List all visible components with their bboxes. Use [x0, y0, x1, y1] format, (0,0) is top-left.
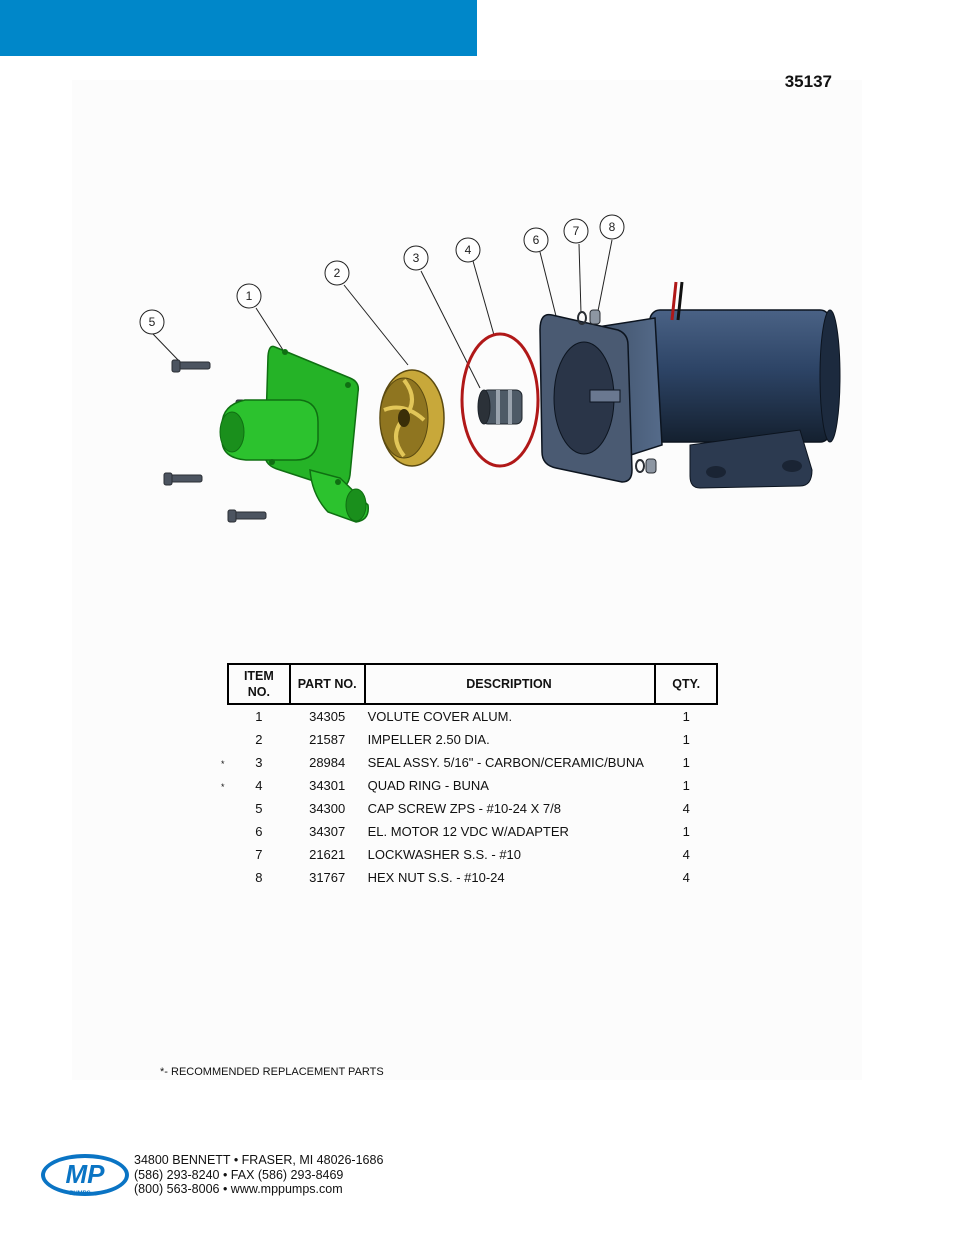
- cell-qty: 4: [682, 847, 690, 862]
- header-description: DESCRIPTION: [363, 663, 657, 705]
- header-qty: QTY.: [654, 663, 718, 705]
- svg-text:5: 5: [149, 315, 156, 329]
- replacement-mark: *: [221, 782, 225, 792]
- cell-part-no: 34305: [309, 709, 346, 724]
- cell-part-no: 28984: [309, 755, 346, 770]
- svg-text:4: 4: [465, 243, 472, 257]
- cell-item-no: 7: [255, 847, 263, 862]
- quad-ring-icon: [460, 332, 540, 468]
- cell-description: CAP SCREW ZPS - #10-24 X 7/8: [367, 801, 561, 816]
- cell-qty: 1: [682, 824, 690, 839]
- cell-item-no: 2: [255, 732, 263, 747]
- table-row: 5 34300 CAP SCREW ZPS - #10-24 X 7/8 4: [228, 797, 717, 820]
- cell-description: LOCKWASHER S.S. - #10: [367, 847, 522, 862]
- cell-description: QUAD RING - BUNA: [367, 778, 489, 793]
- volute-cover-icon: [219, 345, 369, 523]
- table-row: 2 21587 IMPELLER 2.50 DIA. 1: [228, 728, 717, 751]
- cell-description: VOLUTE COVER ALUM.: [367, 709, 513, 724]
- svg-text:2: 2: [334, 266, 341, 280]
- cell-description: SEAL ASSY. 5/16" - CARBON/CERAMIC/BUNA: [367, 755, 644, 770]
- svg-text:PUMPS: PUMPS: [69, 1191, 90, 1197]
- svg-text:8: 8: [609, 220, 616, 234]
- table-row: 1 34305 VOLUTE COVER ALUM. 1: [228, 704, 717, 728]
- cell-item-no: *4: [221, 774, 290, 797]
- tollfree-web-line: (800) 563-8006 • www.mppumps.com: [134, 1182, 343, 1196]
- cell-qty: 1: [682, 778, 690, 793]
- callout-7: 7: [563, 218, 589, 244]
- motor-icon: [539, 281, 841, 489]
- cell-item-no: *3: [221, 751, 290, 774]
- cell-part-no: 34300: [309, 801, 346, 816]
- assembly-part-number: 35137: [784, 72, 832, 91]
- table-row: 8 31767 HEX NUT S.S. - #10-24 4: [228, 866, 717, 889]
- phone-line: (586) 293-8240 • FAX (586) 293-8469: [134, 1167, 344, 1182]
- mp-pumps-logo: MP PUMPS: [41, 1154, 129, 1197]
- footnote: *- RECOMMENDED REPLACEMENT PARTS: [160, 1066, 384, 1078]
- leader-lines: [152, 239, 613, 389]
- table-row: 7 21621 LOCKWASHER S.S. - #10 4: [228, 843, 717, 866]
- cell-qty: 1: [682, 709, 690, 724]
- table-row: 6 34307 EL. MOTOR 12 VDC W/ADAPTER 1: [228, 820, 717, 843]
- seal-assembly-icon: [477, 389, 523, 425]
- cell-description: IMPELLER 2.50 DIA.: [367, 732, 490, 747]
- svg-text:MP: MP: [66, 1159, 106, 1189]
- callout-2: 2: [324, 260, 350, 286]
- hardware-icons: [577, 309, 657, 474]
- callout-5: 5: [139, 309, 165, 335]
- cell-part-no: 31767: [309, 870, 346, 885]
- callout-8: 8: [599, 214, 625, 240]
- table-row: *3 28984 SEAL ASSY. 5/16" - CARBON/CERAMIC…: [221, 751, 717, 774]
- address-line: 34800 BENNETT • FRASER, MI 48026-1686: [134, 1153, 384, 1167]
- replacement-mark: *: [221, 759, 225, 769]
- svg-text:3: 3: [413, 251, 420, 265]
- cell-part-no: 34301: [309, 778, 346, 793]
- callout-4: 4: [455, 237, 481, 263]
- cell-qty: 1: [682, 755, 690, 770]
- cell-item-no: 6: [255, 824, 263, 839]
- cell-qty: 4: [682, 801, 690, 816]
- header-part-no: PART NO.: [288, 663, 366, 705]
- cell-part-no: 21621: [309, 847, 346, 862]
- svg-text:1: 1: [246, 289, 253, 303]
- callout-1: 1: [236, 283, 262, 309]
- cell-qty: 4: [682, 870, 690, 885]
- cell-item-no: 5: [255, 801, 263, 816]
- svg-text:7: 7: [573, 224, 580, 238]
- exploded-view-diagram: 5 1 2 3 4 6 7 8: [120, 200, 860, 540]
- header-band: [0, 0, 477, 56]
- cell-item-no: 1: [255, 709, 263, 724]
- cell-item-no: 8: [255, 870, 263, 885]
- cell-part-no: 21587: [309, 732, 346, 747]
- impeller-icon: [379, 369, 445, 467]
- cell-part-no: 34307: [309, 824, 346, 839]
- cell-description: EL. MOTOR 12 VDC W/ADAPTER: [367, 824, 569, 839]
- svg-text:6: 6: [533, 233, 540, 247]
- callout-6: 6: [523, 227, 549, 253]
- cell-description: HEX NUT S.S. - #10-24: [367, 870, 505, 885]
- company-address-block: 34800 BENNETT • FRASER, MI 48026-1686 (5…: [134, 1153, 383, 1197]
- cell-qty: 1: [682, 732, 690, 747]
- callout-3: 3: [403, 245, 429, 271]
- table-row: *4 34301 QUAD RING - BUNA 1: [221, 774, 717, 797]
